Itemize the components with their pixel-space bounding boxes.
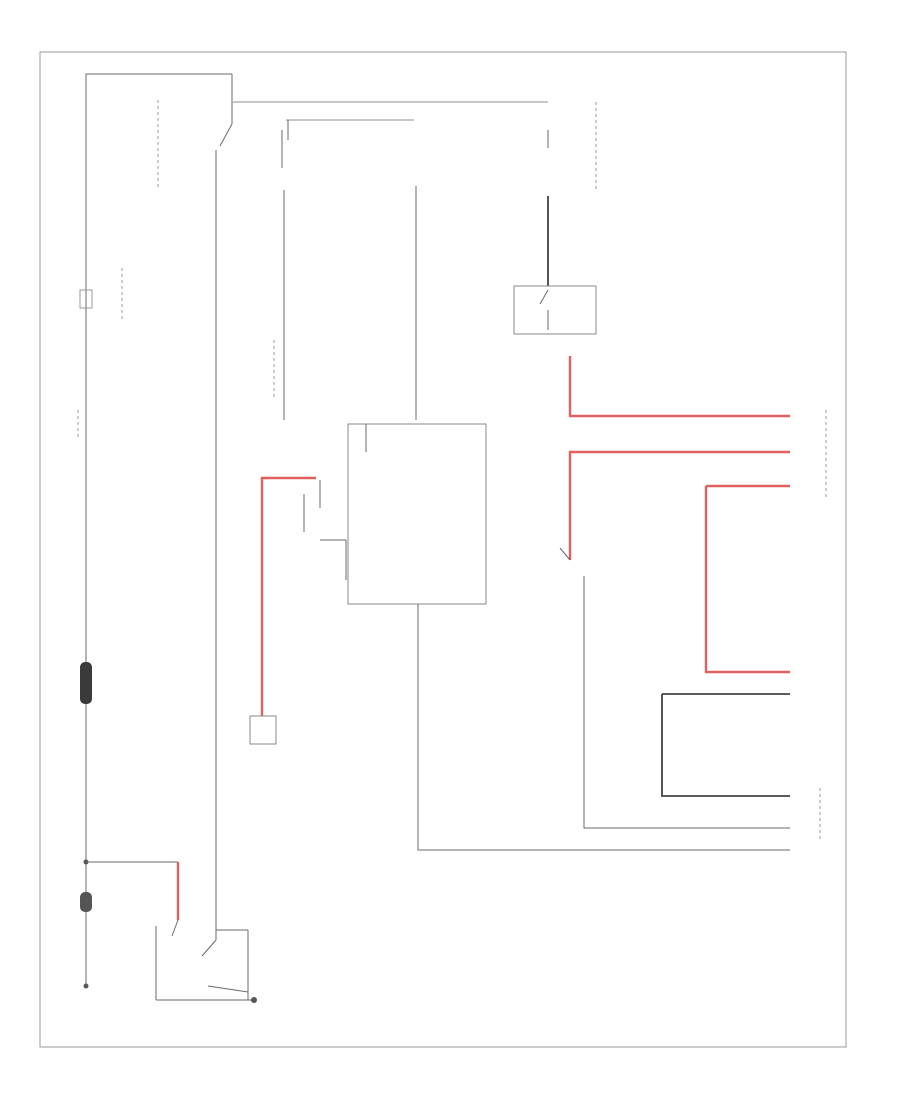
immobiliser-wire <box>249 476 316 745</box>
relay-output-wires <box>568 356 790 674</box>
starter-relay-wire <box>273 120 289 420</box>
ignition-switch-symbol <box>157 100 233 940</box>
starter-circuit <box>155 862 257 1003</box>
park-neutral-switch-symbol <box>513 130 597 335</box>
bottom-signal-wires <box>417 547 790 851</box>
starter-cancel-module <box>303 423 487 605</box>
main-feed-wire <box>85 73 548 985</box>
battery-symbol <box>80 859 178 989</box>
diagram-frame <box>39 51 847 1048</box>
fusible-link <box>80 662 92 704</box>
engine-room-fuse-symbol <box>79 268 123 322</box>
